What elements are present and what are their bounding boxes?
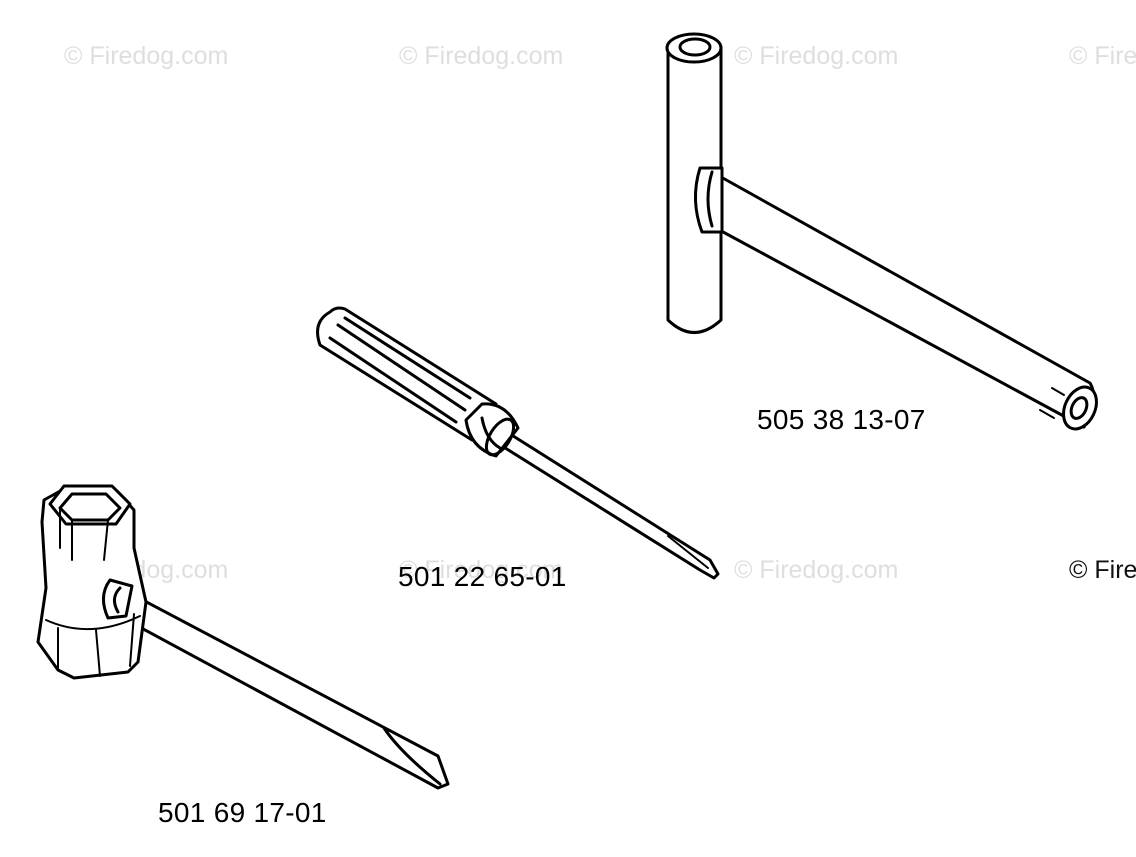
watermark: © Fire: [1069, 42, 1136, 70]
watermark: © Firedog.com: [734, 556, 899, 584]
watermark: © Firedog.com: [64, 42, 229, 70]
part-number-screwdriver: 501 22 65-01: [398, 561, 567, 592]
watermark: © Firedog.com: [734, 42, 899, 70]
part-number-spark-plug-wrench: 501 69 17-01: [158, 797, 327, 828]
part-number-t-handle-wrench: 505 38 13-07: [757, 404, 926, 435]
watermark: © Firedog.com: [399, 42, 564, 70]
spark-plug-wrench-illustration: [36, 484, 450, 790]
screwdriver-illustration: [316, 306, 720, 580]
watermark: © Firedog.com: [399, 556, 564, 584]
watermark: © Fire: [1069, 556, 1136, 584]
t-handle-wrench-illustration: [665, 32, 1098, 431]
